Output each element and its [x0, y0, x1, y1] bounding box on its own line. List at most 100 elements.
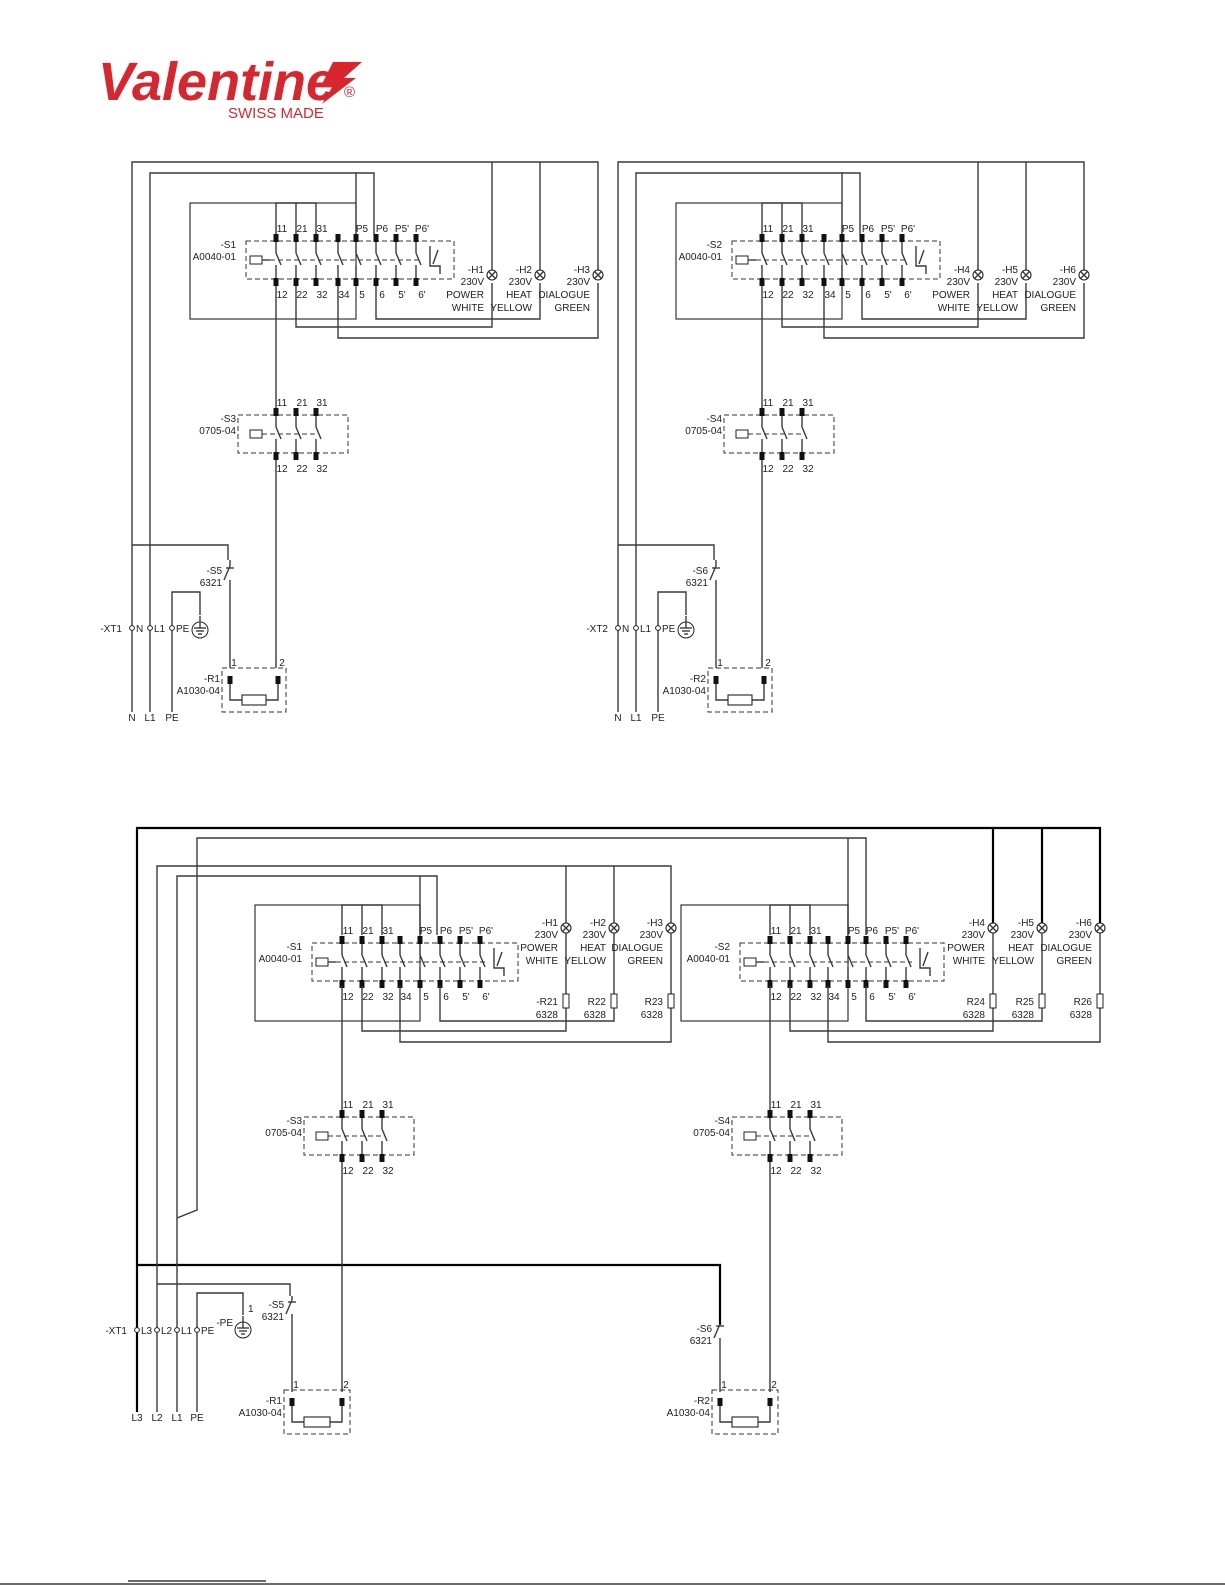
supply-label-end: N: [614, 713, 621, 724]
earth-wire: [657, 591, 687, 712]
terminal-point: [147, 625, 153, 631]
supply-label: N: [622, 624, 629, 635]
terminal-point: [129, 625, 135, 631]
contact-blade: [375, 252, 382, 266]
terminal-block: [839, 278, 845, 286]
terminal-block: [313, 278, 319, 286]
terminal-block: [393, 278, 399, 286]
pin-label-top: P5': [881, 224, 895, 235]
lamp-voltage: 230V: [583, 930, 607, 941]
panel-outline: [675, 202, 843, 320]
heater-outline: [711, 1389, 779, 1435]
switch-part: A0040-01: [687, 954, 731, 965]
terminal-block: [313, 408, 319, 416]
lamp-cross: [610, 924, 618, 932]
phase-wire: [176, 837, 867, 1219]
terminal-block: [767, 980, 773, 988]
bus-wire: [137, 1263, 722, 1325]
terminal-point: [134, 1327, 140, 1333]
lamp-icon: [1036, 922, 1048, 934]
pin-label-bottom: 5: [359, 290, 365, 301]
supply-label: PE: [201, 1326, 215, 1337]
lamp-color: GREEN: [1056, 956, 1092, 967]
lamp-wire: [375, 283, 541, 320]
terminal-block: [799, 452, 805, 460]
pin-label-bottom: 22: [362, 992, 374, 1003]
heater-tag: -R1: [204, 674, 221, 685]
heater-outline: [221, 667, 287, 713]
thermo-tag: -S6: [692, 566, 708, 577]
pin-label-top: 31: [810, 1100, 822, 1111]
terminal-block: [899, 234, 905, 242]
resistor-part: 6328: [584, 1010, 607, 1021]
terminal-block: [767, 1398, 773, 1406]
pin-label-bottom: 5: [851, 992, 857, 1003]
resistor-tag: R25: [1016, 997, 1035, 1008]
terminal-block: [275, 676, 281, 684]
supply-label: PE: [662, 624, 676, 635]
terminal-block: [767, 1110, 773, 1118]
lamp-wire: [337, 283, 599, 339]
terminal-point: [169, 625, 175, 631]
actuator-icon: [315, 957, 329, 967]
terminal-block: [839, 234, 845, 242]
heater-pin: 1: [293, 1380, 299, 1391]
terminal-strip-tag: -XT1: [105, 1326, 127, 1337]
pin-label-top: P6: [866, 926, 879, 937]
heater-wire: [229, 684, 242, 701]
terminal-block: [437, 936, 443, 944]
switch-tag: -S2: [714, 942, 730, 953]
lamp-cross: [974, 271, 982, 279]
pin-label-top: P6: [440, 926, 453, 937]
pin-label-bottom: 32: [382, 992, 394, 1003]
contact-blade: [809, 954, 816, 968]
switch-outline: [245, 240, 455, 280]
supply-label-end: PE: [190, 1413, 204, 1424]
lamp-icon: [592, 269, 604, 281]
pin-label-top: 21: [362, 1100, 374, 1111]
lamp-name: HEAT: [1008, 943, 1034, 954]
terminal-block: [397, 936, 403, 944]
safety-part: 0705-04: [685, 426, 722, 437]
pin-label-bottom: 5: [423, 992, 429, 1003]
supply-label-end: PE: [165, 713, 179, 724]
supply-label: L1: [154, 624, 166, 635]
lamp-cross: [562, 924, 570, 932]
supply-label-end: L2: [151, 1413, 163, 1424]
terminal-block: [477, 936, 483, 944]
lamp-name: HEAT: [580, 943, 606, 954]
bridge-wire: [790, 904, 811, 935]
thermo-feed: [157, 1283, 291, 1296]
pin-label-top: 31: [382, 926, 394, 937]
lamp-color: YELLOW: [992, 956, 1034, 967]
terminal-block: [273, 278, 279, 286]
contact-blade: [459, 954, 466, 968]
terminal-block: [903, 980, 909, 988]
contact-blade: [761, 252, 768, 266]
pin-label-bottom: 6': [904, 290, 912, 301]
terminal-block: [353, 234, 359, 242]
bridge-wire: [296, 202, 317, 235]
contact-blade: [801, 426, 808, 440]
pin-label-bottom: 12: [770, 1166, 782, 1177]
contact-blade: [827, 954, 834, 968]
pin-label-top: P5': [395, 224, 409, 235]
earth-wire: [196, 1292, 244, 1412]
terminal-block: [845, 936, 851, 944]
safety-outline: [303, 1116, 415, 1156]
lamp-icon: [1078, 269, 1090, 281]
phase-wire: [842, 172, 861, 235]
pin-label-bottom: 12: [276, 464, 288, 475]
contact-blade: [769, 1128, 776, 1142]
actuator-icon: [735, 429, 749, 439]
lamp-icon: [486, 269, 498, 281]
supply-label: L1: [181, 1326, 193, 1337]
panel-outline: [680, 904, 849, 1022]
pin-label-bottom: 5': [884, 290, 892, 301]
heater-part: A1030-04: [663, 686, 707, 697]
lamp-tag: -H3: [574, 265, 591, 276]
